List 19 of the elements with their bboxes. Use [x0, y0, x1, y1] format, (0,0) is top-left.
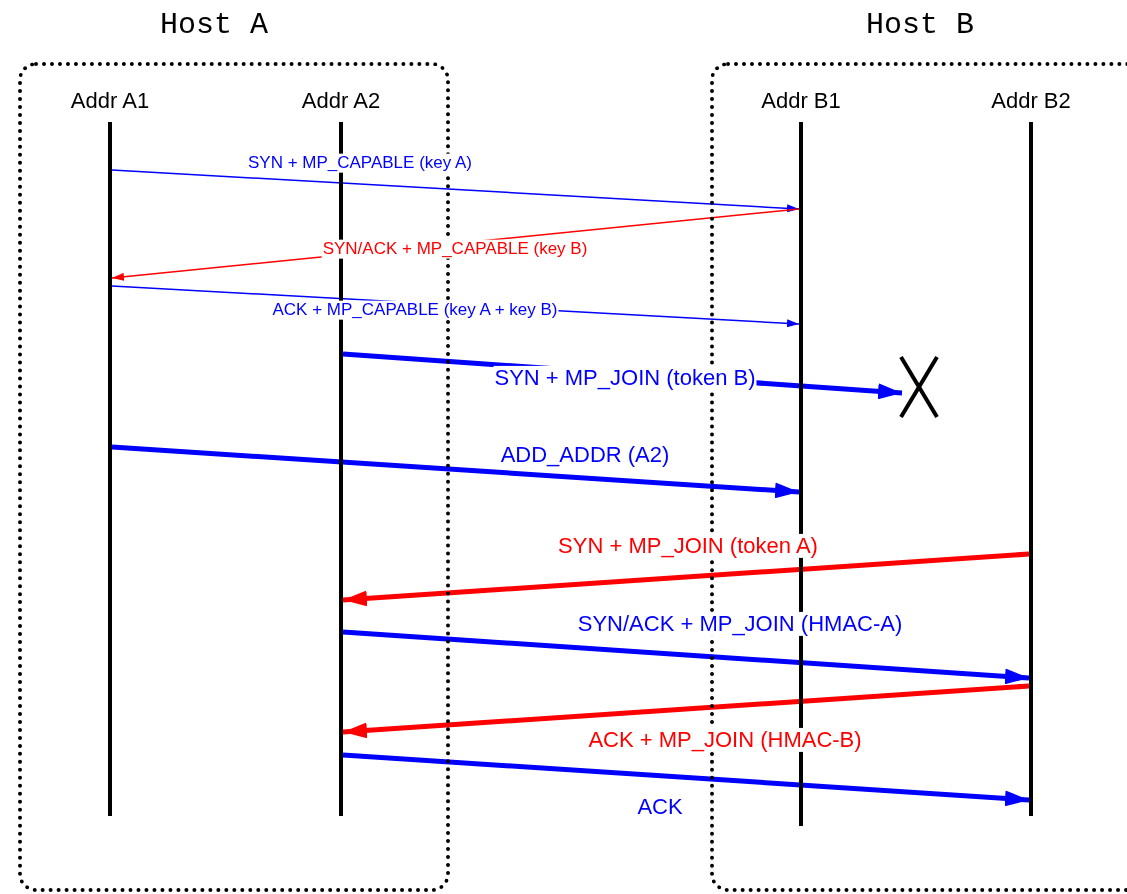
address-label: Addr A1 — [69, 88, 151, 114]
edge-label: ACK + MP_CAPABLE (key A + key B) — [271, 300, 559, 320]
edge-label: ACK + MP_JOIN (HMAC-B) — [587, 727, 863, 753]
edge-label: SYN + MP_CAPABLE (key A) — [246, 153, 474, 173]
arrow — [342, 683, 1030, 739]
arrow — [342, 752, 1030, 807]
address-label: Addr A2 — [300, 88, 382, 114]
edge-label: SYN + MP_JOIN (token A) — [557, 533, 819, 559]
edge-label: SYN + MP_JOIN (token B) — [493, 365, 757, 391]
arrow — [342, 629, 1030, 685]
address-label: Addr B1 — [760, 88, 842, 114]
arrow — [342, 551, 1030, 607]
edge-label: SYN/ACK + MP_JOIN (HMAC-A) — [576, 611, 904, 637]
cross-mark — [898, 355, 940, 419]
host-title: Host A — [160, 8, 269, 42]
arrow — [111, 444, 800, 499]
edge-label: SYN/ACK + MP_CAPABLE (key B) — [321, 239, 589, 259]
host-title: Host B — [866, 8, 975, 42]
address-label: Addr B2 — [990, 88, 1072, 114]
